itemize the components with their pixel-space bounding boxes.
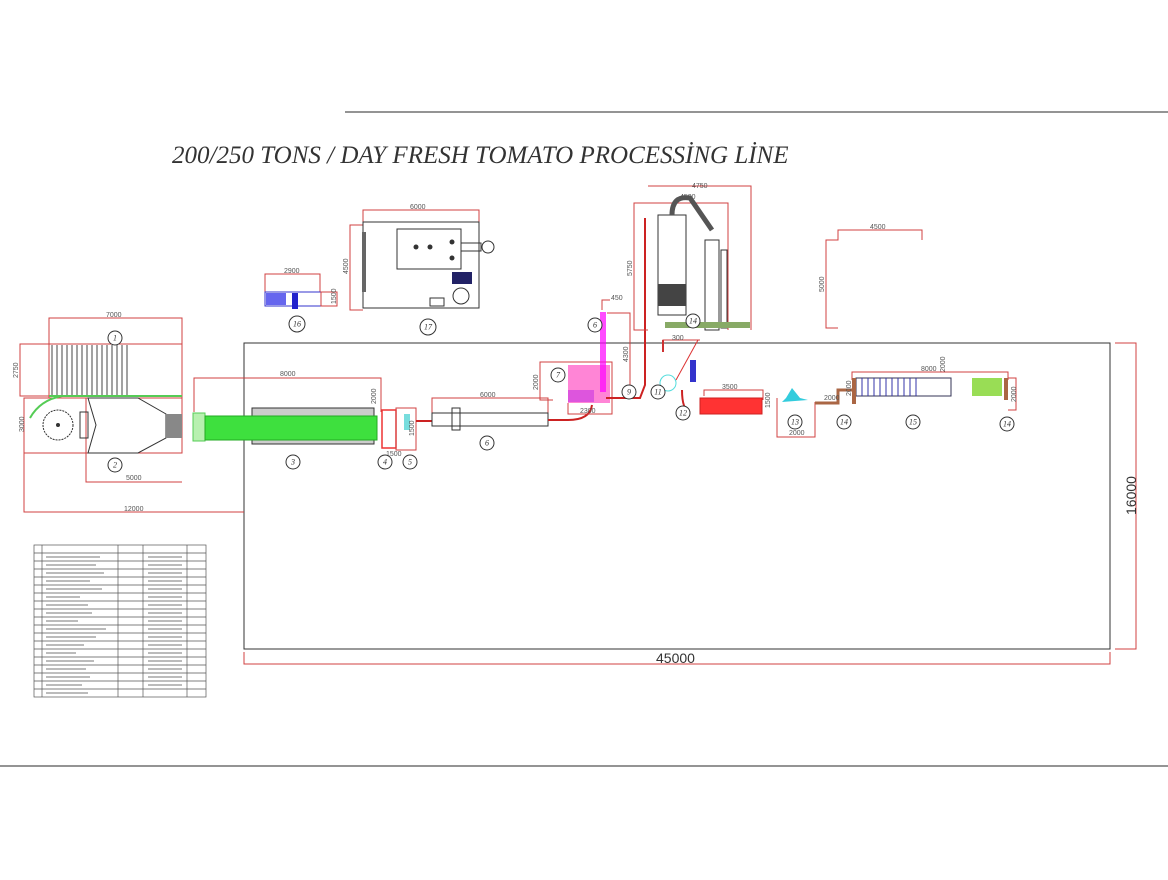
svg-text:12: 12 xyxy=(679,409,687,418)
svg-text:4: 4 xyxy=(383,458,387,467)
callout-13: 13 xyxy=(787,414,803,430)
dim-14b-height: 2000 xyxy=(1011,386,1018,402)
reserved-area xyxy=(825,229,923,329)
equipment-4-5 xyxy=(381,407,417,451)
callout-5: 5 xyxy=(402,454,418,470)
svg-text:17: 17 xyxy=(424,323,433,332)
equipment-15-filler xyxy=(851,371,1017,411)
callout-6: 6 xyxy=(479,435,495,451)
svg-text:14: 14 xyxy=(1003,420,1011,429)
svg-text:6: 6 xyxy=(593,321,597,330)
equipment-2-washer xyxy=(23,395,244,513)
callout-15: 15 xyxy=(905,414,921,430)
dim-1-width: 7000 xyxy=(106,312,122,319)
equipment-3-sorting-conveyor xyxy=(192,377,382,445)
dim-1-height: 2750 xyxy=(13,362,20,378)
svg-text:2: 2 xyxy=(113,461,117,470)
dim-14-width: 2000 xyxy=(824,395,840,402)
building-outline xyxy=(243,342,1111,650)
drawing-title: 200/250 TONS / DAY FRESH TOMATO PROCESSİ… xyxy=(172,142,789,169)
equipment-6-pipe xyxy=(416,397,593,431)
svg-text:13: 13 xyxy=(791,418,799,427)
callout-14: 14 xyxy=(836,414,852,430)
dim-17-height: 4500 xyxy=(343,258,350,274)
dim-16-height: 1500 xyxy=(331,288,338,304)
dim-3-width: 8000 xyxy=(280,371,296,378)
svg-text:16: 16 xyxy=(293,320,301,329)
svg-text:1: 1 xyxy=(113,334,117,343)
svg-text:14: 14 xyxy=(689,317,697,326)
equipment-elevator xyxy=(600,218,646,399)
equipment-16 xyxy=(264,273,338,309)
dim-3-height: 2000 xyxy=(371,388,378,404)
dim-8-height: 4300 xyxy=(623,346,630,362)
svg-text:3: 3 xyxy=(290,458,295,467)
equipment-17-boiler xyxy=(349,209,495,311)
overall-height-dim xyxy=(1115,342,1137,650)
dim-right-height: 5000 xyxy=(819,276,826,292)
dim-evap-inner: 4500 xyxy=(680,194,696,201)
svg-text:7: 7 xyxy=(556,371,561,380)
dim-2-height: 3000 xyxy=(19,416,26,432)
dim-6-width: 6000 xyxy=(480,392,496,399)
dim-16-width: 2900 xyxy=(284,268,300,275)
dim-4: 1500 xyxy=(386,451,402,458)
dim-13-width: 2000 xyxy=(789,430,805,437)
callout-7: 7 xyxy=(550,367,566,383)
equipment-list-table xyxy=(33,544,207,698)
dim-15-left: 2000 xyxy=(846,380,853,396)
callout-17: 17 xyxy=(419,318,437,336)
dim-8-top: 450 xyxy=(611,295,623,302)
dim-2-width: 5000 xyxy=(126,475,142,482)
callout-11: 11 xyxy=(650,384,666,400)
overall-height-label: 16000 xyxy=(1123,476,1139,515)
dim-12-height: 1500 xyxy=(765,392,772,408)
dim-2-total: 12000 xyxy=(124,506,144,513)
svg-text:5: 5 xyxy=(408,458,412,467)
dim-5: 1500 xyxy=(409,420,416,436)
callout-3: 3 xyxy=(285,454,301,470)
svg-text:9: 9 xyxy=(627,388,631,397)
callout-14b: 14 xyxy=(999,416,1015,432)
callout-6b: 6 xyxy=(587,317,603,333)
dim-right-width: 4500 xyxy=(870,224,886,231)
dim-7-height: 2000 xyxy=(533,374,540,390)
callout-12: 12 xyxy=(675,405,691,421)
callout-4: 4 xyxy=(377,454,393,470)
equipment-13 xyxy=(776,388,852,438)
svg-text:14: 14 xyxy=(840,418,848,427)
dim-15-height: 2000 xyxy=(940,356,947,372)
callout-9: 9 xyxy=(621,384,637,400)
dim-12-width: 3500 xyxy=(722,384,738,391)
svg-text:15: 15 xyxy=(909,418,917,427)
svg-text:11: 11 xyxy=(654,388,661,397)
overall-width-dim xyxy=(243,652,1111,665)
callout-2: 2 xyxy=(107,457,123,473)
dim-11: 300 xyxy=(672,335,684,342)
equipment-1-receiving xyxy=(19,317,183,399)
equipment-11-12: 300 xyxy=(659,335,764,415)
callout-14c: 14 xyxy=(685,313,701,329)
callout-16: 16 xyxy=(288,315,306,333)
svg-text:6: 6 xyxy=(485,439,489,448)
dim-evap-outer: 4750 xyxy=(692,183,708,190)
overall-width-label: 45000 xyxy=(656,650,695,666)
dim-evap-height: 5750 xyxy=(627,260,634,276)
callout-1: 1 xyxy=(107,330,123,346)
dim-17-width: 6000 xyxy=(410,204,426,211)
dim-15-width: 8000 xyxy=(921,366,937,373)
dim-7-width: 2300 xyxy=(580,408,596,415)
